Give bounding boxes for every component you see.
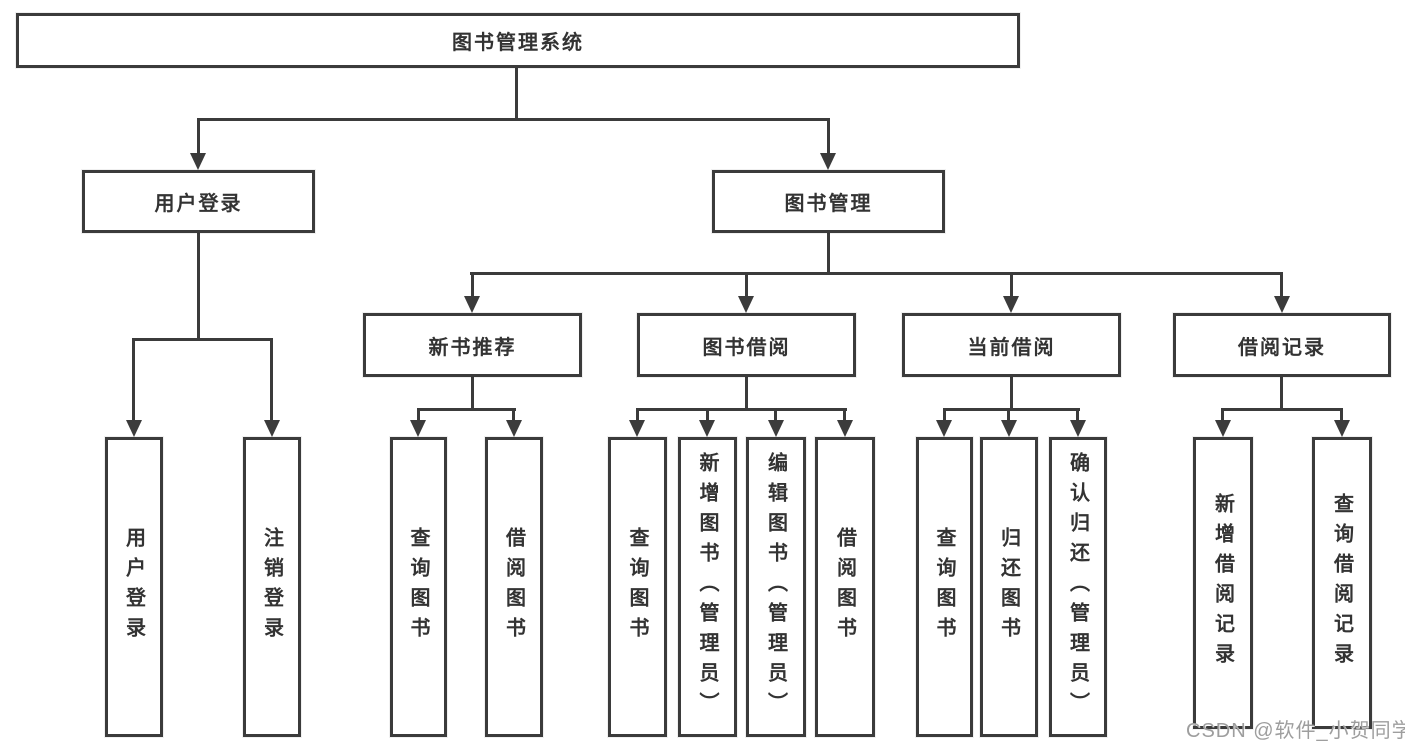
edge-line [827,118,830,158]
edge-line [417,408,420,424]
node-current-borrow: 当前借阅 [902,313,1121,377]
edge-line [1280,272,1283,299]
edge-line [1010,377,1013,408]
leaf-query-borrow-record: 查询借阅记录 [1312,437,1372,729]
arrowhead-down-icon [1215,420,1231,437]
arrowhead-down-icon [738,296,754,313]
node-book-management: 图书管理 [712,170,945,233]
edge-line [843,408,846,424]
edge-line [774,408,777,424]
arrowhead-down-icon [264,420,280,437]
leaf-confirm-return-admin: 确认归还（管理员） [1049,437,1107,737]
arrowhead-down-icon [1003,296,1019,313]
edge-line [471,377,474,408]
csdn-watermark: CSDN @软件_小贺同学 [1186,720,1405,742]
edge-line [515,68,518,118]
leaf-return-books: 归还图书 [980,437,1038,737]
node-user-login-branch: 用户登录 [82,170,315,233]
arrowhead-down-icon [464,296,480,313]
arrowhead-down-icon [506,420,522,437]
leaf-user-login: 用户登录 [105,437,163,737]
leaf-add-books-admin: 新增图书（管理员） [678,437,737,737]
arrowhead-down-icon [629,420,645,437]
edge-line [827,233,830,272]
edge-line [636,408,639,424]
arrowhead-down-icon [410,420,426,437]
edge-line [470,272,1283,275]
arrowhead-down-icon [126,420,142,437]
edge-line [1007,408,1010,424]
arrowhead-down-icon [837,420,853,437]
edge-line [1221,408,1224,424]
leaf-logout: 注销登录 [243,437,301,737]
arrowhead-down-icon [768,420,784,437]
node-root: 图书管理系统 [16,13,1020,68]
edge-line [745,377,748,408]
edge-line [197,233,200,338]
arrowhead-down-icon [1070,420,1086,437]
edge-line [745,272,748,299]
edge-line [636,408,847,411]
edge-line [417,408,516,411]
edge-line [943,408,946,424]
edge-line [1221,408,1343,411]
edge-line [706,408,709,424]
leaf-query-books-current: 查询图书 [916,437,973,737]
edge-line [512,408,515,424]
arrowhead-down-icon [190,153,206,170]
arrowhead-down-icon [1001,420,1017,437]
leaf-borrow-books: 借阅图书 [815,437,875,737]
leaf-add-borrow-record: 新增借阅记录 [1193,437,1253,729]
edge-line [1280,377,1283,408]
edge-line [197,118,200,158]
arrowhead-down-icon [699,420,715,437]
leaf-edit-books-admin: 编辑图书（管理员） [746,437,806,737]
arrowhead-down-icon [820,153,836,170]
leaf-query-books-recommend: 查询图书 [390,437,447,737]
node-new-book-recommend: 新书推荐 [363,313,582,377]
leaf-borrow-books-recommend: 借阅图书 [485,437,543,737]
edge-line [132,338,273,341]
edge-line [1010,272,1013,299]
edge-line [132,338,135,424]
edge-line [1340,408,1343,424]
arrowhead-down-icon [936,420,952,437]
arrowhead-down-icon [1274,296,1290,313]
arrowhead-down-icon [1334,420,1350,437]
edge-line [197,118,830,121]
edge-line [471,272,474,299]
edge-line [270,338,273,424]
edge-line [1076,408,1079,424]
edge-line [943,408,1080,411]
leaf-query-books-borrow: 查询图书 [608,437,667,737]
node-borrow-records: 借阅记录 [1173,313,1391,377]
node-book-borrow: 图书借阅 [637,313,856,377]
